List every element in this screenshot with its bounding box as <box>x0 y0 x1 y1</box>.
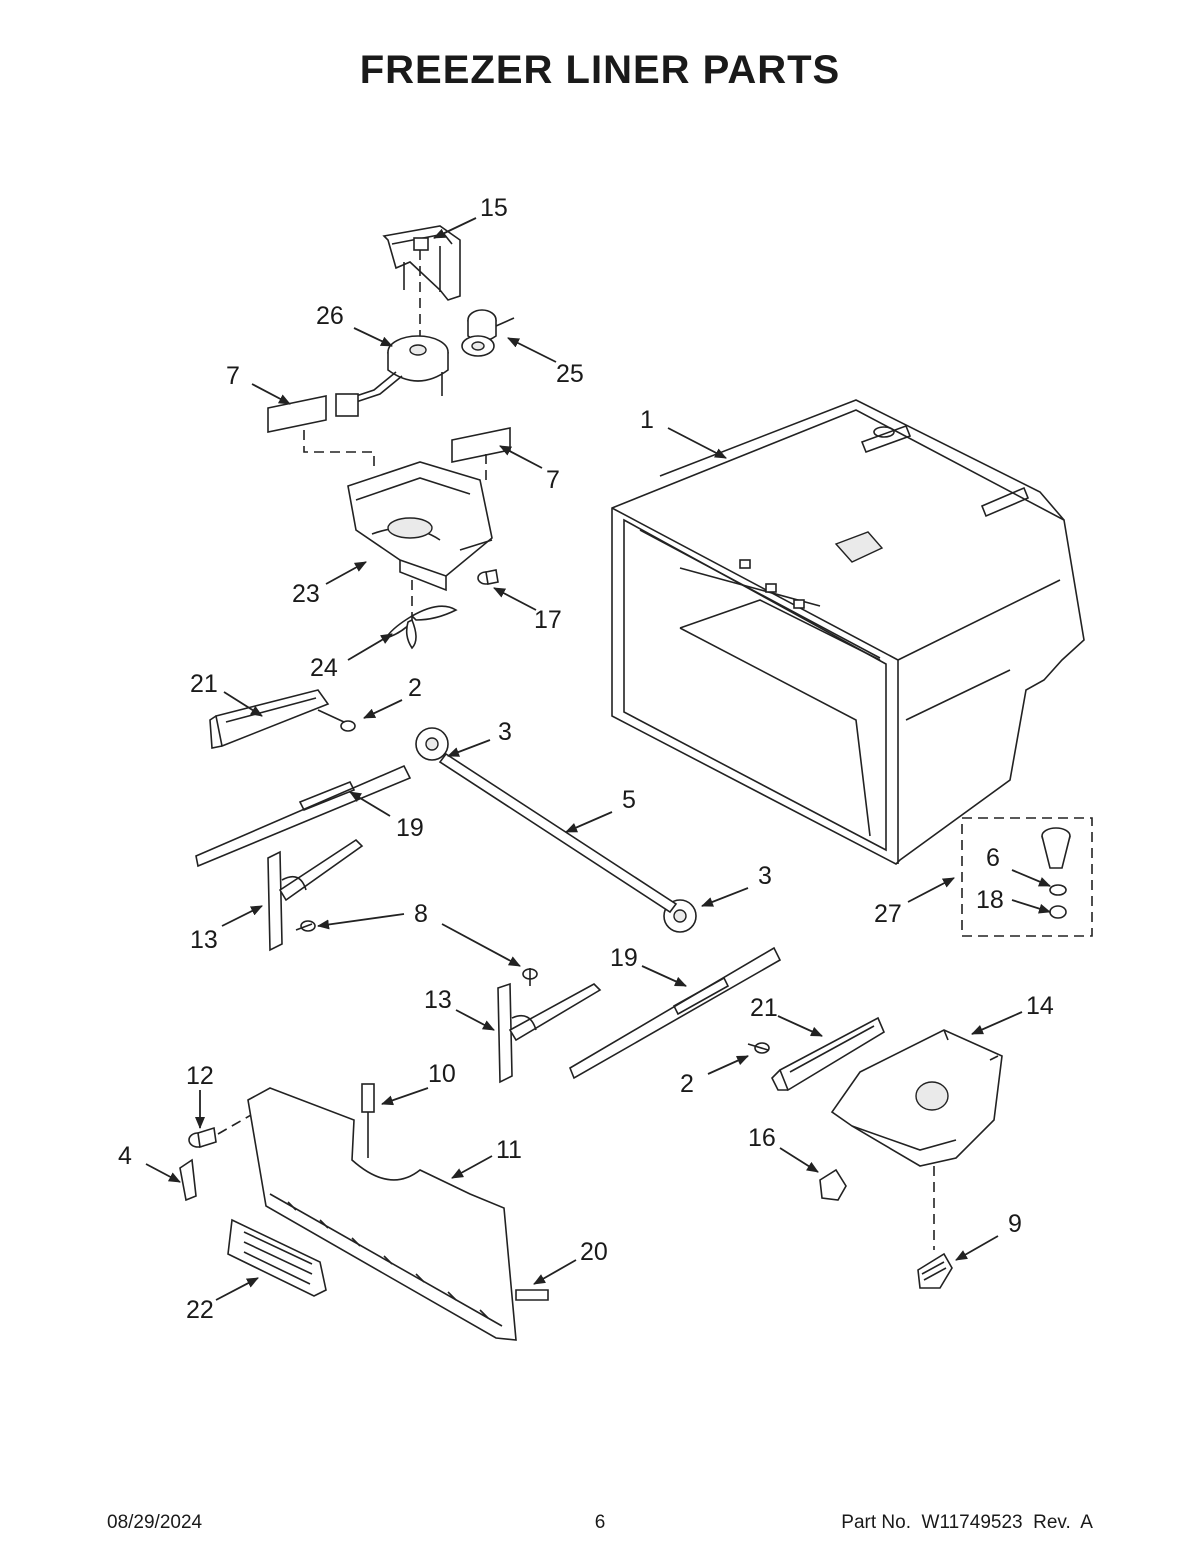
callout-labels: 1 2 2 3 3 4 5 6 7 7 8 9 10 11 12 13 13 1… <box>118 194 1054 1324</box>
part-17-screw <box>477 569 499 585</box>
footer-part-number: Part No. W11749523 Rev. A <box>841 1512 1093 1533</box>
part-19-rail-right <box>569 946 782 1080</box>
callout-25: 25 <box>556 360 584 388</box>
part-22-grille <box>227 1218 327 1297</box>
part-12-screw <box>188 1126 217 1149</box>
part-21-slide-lower <box>771 1016 886 1092</box>
footer-page-number: 6 <box>594 1512 606 1533</box>
callout-21: 21 <box>750 994 778 1022</box>
callout-10: 10 <box>428 1060 456 1088</box>
part-2-screw-lower <box>747 1042 770 1054</box>
callout-21: 21 <box>190 670 218 698</box>
callout-19: 19 <box>610 944 638 972</box>
part-13-bracket-left <box>267 838 364 952</box>
callout-2: 2 <box>408 674 422 702</box>
callout-19: 19 <box>396 814 424 842</box>
page-title: FREEZER LINER PARTS <box>359 48 841 92</box>
callout-11: 11 <box>496 1136 522 1164</box>
callout-17: 17 <box>534 606 562 634</box>
callout-20: 20 <box>580 1238 608 1266</box>
callout-7: 7 <box>226 362 240 390</box>
part-14-air-duct <box>830 1029 1003 1167</box>
footer-date: 08/29/2024 <box>107 1512 203 1533</box>
callout-23: 23 <box>292 580 320 608</box>
part-19-rail-left <box>195 764 412 868</box>
part-24-fan-blade <box>384 580 458 650</box>
part-13-bracket-right <box>497 982 602 1084</box>
callout-12: 12 <box>186 1062 214 1090</box>
callout-5: 5 <box>622 786 636 814</box>
callout-18: 18 <box>976 886 1004 914</box>
callout-26: 26 <box>316 302 344 330</box>
part-7-foam-strip-left <box>267 395 327 433</box>
part-27-kit-box <box>961 817 1093 937</box>
callout-27: 27 <box>874 900 902 928</box>
leader-dash <box>456 454 487 481</box>
callout-13: 13 <box>424 986 452 1014</box>
part-7-foam-strip-right <box>451 427 511 463</box>
part-26-fan-motor <box>335 335 449 417</box>
callout-9: 9 <box>1008 1210 1022 1238</box>
callout-14: 14 <box>1026 992 1054 1020</box>
callout-3: 3 <box>758 862 772 890</box>
leader-dash <box>303 430 375 468</box>
part-15-fan-bracket <box>382 225 461 301</box>
callout-1: 1 <box>640 406 654 434</box>
part-20-foam-strip <box>515 1289 549 1301</box>
leader-arrows <box>145 217 1051 1301</box>
part-3-gear-upper <box>415 727 449 761</box>
part-25-grommet <box>461 309 515 357</box>
callout-8: 8 <box>414 900 428 928</box>
part-9-insert <box>917 1252 953 1289</box>
callout-3: 3 <box>498 718 512 746</box>
callout-24: 24 <box>310 654 338 682</box>
callout-4: 4 <box>118 1142 132 1170</box>
callout-16: 16 <box>748 1124 776 1152</box>
part-8-screw-right <box>522 968 538 986</box>
callout-22: 22 <box>186 1296 214 1324</box>
part-5-shaft <box>438 752 678 914</box>
part-23-fan-housing <box>347 461 493 592</box>
part-1-freezer-liner <box>611 399 1085 865</box>
part-8-screw-left <box>295 920 316 932</box>
callout-13: 13 <box>190 926 218 954</box>
part-16-clip <box>819 1168 847 1201</box>
callout-6: 6 <box>986 844 1000 872</box>
part-11-rear-panel <box>247 1087 517 1341</box>
part-2-screw-upper <box>317 709 356 732</box>
callout-2: 2 <box>680 1070 694 1098</box>
callout-15: 15 <box>480 194 508 222</box>
part-21-slide-upper <box>209 689 330 749</box>
part-10-sensor <box>361 1083 375 1158</box>
part-4-clip <box>179 1158 197 1202</box>
callout-7: 7 <box>546 466 560 494</box>
